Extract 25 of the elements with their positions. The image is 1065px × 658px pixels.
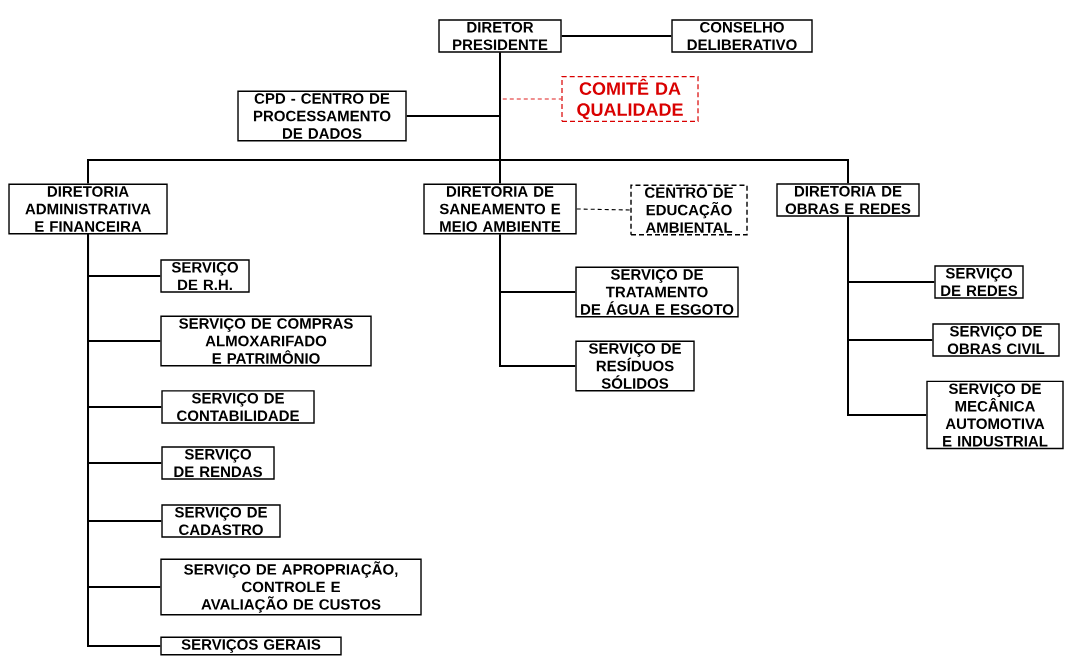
- department-box: DIRETORIA DE OBRAS E REDES: [776, 183, 920, 217]
- connector-line: [560, 35, 673, 37]
- service-box: SERVIÇO DE MECÂNICA AUTOMOTIVA E INDUSTRIAL: [926, 380, 1064, 450]
- service-box: SERVIÇO DE TRATAMENTO DE ÁGUA E ESGOTO: [575, 266, 739, 318]
- dashed-box: CENTRO DE EDUCAÇÃO AMBIENTAL: [630, 184, 748, 236]
- org-box: DIRETOR PRESIDENTE: [438, 19, 562, 53]
- connector-line: [499, 233, 577, 367]
- service-box: SERVIÇO DE RESÍDUOS SÓLIDOS: [575, 340, 695, 392]
- service-box: SERVIÇO DE R.H.: [160, 259, 250, 293]
- service-box: SERVIÇO DE COMPRAS ALMOXARIFADO E PATRIMÔNIO: [160, 315, 372, 367]
- service-box: SERVIÇO DE RENDAS: [161, 446, 275, 480]
- service-box: SERVIÇO DE APROPRIAÇÃO, CONTROLE E AVALIAÇÃO DE CUSTOS: [160, 558, 422, 616]
- committee-box: COMITÊ DA QUALIDADE: [561, 76, 699, 122]
- org-box: CPD - CENTRO DE PROCESSAMENTO DE DADOS: [237, 90, 407, 142]
- department-box: DIRETORIA ADMINISTRATIVA E FINANCEIRA: [8, 183, 168, 235]
- org-box: CONSELHO DELIBERATIVO: [671, 19, 813, 53]
- service-box: SERVIÇO DE CADASTRO: [161, 504, 281, 538]
- service-box: SERVIÇO DE CONTABILIDADE: [161, 390, 315, 424]
- connector-line: [847, 215, 928, 416]
- service-box: SERVIÇO DE OBRAS CIVIL: [932, 323, 1060, 357]
- department-box: DIRETORIA DE SANEAMENTO E MEIO AMBIENTE: [423, 183, 577, 235]
- connector-line: [576, 208, 631, 211]
- connector-line: [499, 51, 849, 185]
- service-box: SERVIÇO DE REDES: [934, 265, 1024, 299]
- service-box: SERVIÇOS GERAIS: [160, 636, 342, 656]
